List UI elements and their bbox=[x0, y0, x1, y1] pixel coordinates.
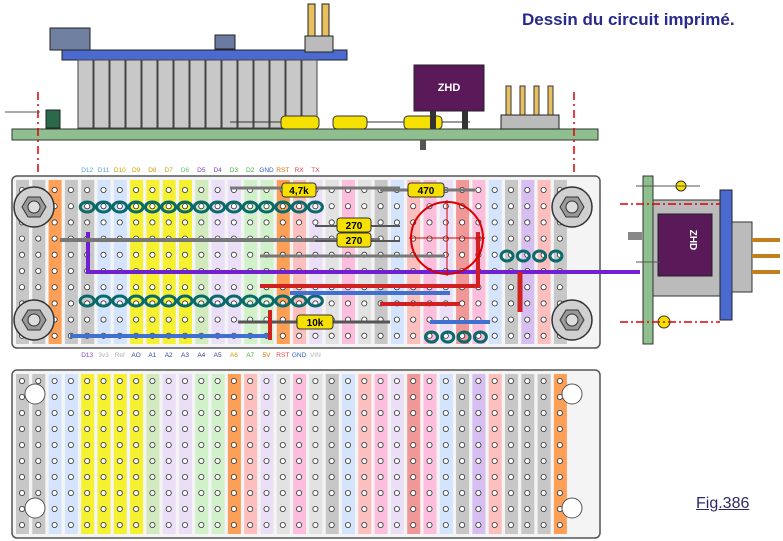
pin-label-top: GND bbox=[259, 167, 274, 174]
pin-label-top: D4 bbox=[213, 167, 222, 174]
component-board: 4,7k 470 270 270 10k D12 D11 D10 D9 D8 D7 D6 D5… bbox=[11, 167, 640, 359]
pin-label-bottom: A5 bbox=[214, 352, 222, 359]
end-view: ZHD bbox=[620, 175, 780, 345]
pin-label-top: D7 bbox=[165, 167, 174, 174]
pin-label-bottom: AO bbox=[131, 352, 140, 359]
pin-label-top: D9 bbox=[132, 167, 141, 174]
pin-label-bottom: 5V bbox=[263, 352, 272, 359]
pin-label-bottom: 3v3 bbox=[98, 352, 109, 359]
pin-label-top: RX bbox=[295, 167, 305, 174]
resistor-470: 470 bbox=[407, 182, 445, 198]
pin-label-bottom: Ref bbox=[115, 352, 125, 359]
pin-label-bottom: A2 bbox=[165, 352, 173, 359]
pin-label-bottom: D13 bbox=[81, 352, 93, 359]
pin-label-top: TX bbox=[311, 167, 320, 174]
resistor-10k: 10k bbox=[296, 314, 334, 330]
pin-label-top: D12 bbox=[81, 167, 93, 174]
figure-label: Fig.386 bbox=[696, 495, 750, 512]
pin-label-bottom: A4 bbox=[197, 352, 205, 359]
pin-label-bottom: A7 bbox=[246, 352, 254, 359]
pin-label-bottom: A6 bbox=[230, 352, 238, 359]
side-chip-label: ZHD bbox=[687, 230, 698, 251]
pin-label-top: D8 bbox=[148, 167, 157, 174]
pin-label-bottom: GND bbox=[292, 352, 307, 359]
resistor-270-a: 270 bbox=[336, 217, 372, 233]
pin-label-top: D5 bbox=[197, 167, 206, 174]
page-title: Dessin du circuit imprimé. bbox=[522, 10, 735, 29]
pin-label-bottom: A3 bbox=[181, 352, 189, 359]
side-view: ZHD bbox=[5, 3, 599, 172]
resistor-4k7: 4,7k bbox=[281, 182, 317, 198]
pin-label-bottom: VIN bbox=[310, 352, 321, 359]
pin-label-top: D10 bbox=[114, 167, 126, 174]
svg-text:4,7k: 4,7k bbox=[289, 186, 309, 197]
pin-label-bottom: RST bbox=[276, 352, 289, 359]
svg-text:270: 270 bbox=[346, 221, 363, 232]
chip-label: ZHD bbox=[438, 82, 461, 94]
pin-label-top: D11 bbox=[98, 167, 110, 174]
svg-text:270: 270 bbox=[346, 236, 363, 247]
resistor-270-b: 270 bbox=[336, 232, 372, 248]
pin-label-top: D6 bbox=[181, 167, 190, 174]
copper-board bbox=[11, 369, 601, 539]
svg-text:470: 470 bbox=[418, 186, 435, 197]
pin-label-top: D2 bbox=[246, 167, 255, 174]
pin-label-top: D3 bbox=[230, 167, 239, 174]
pin-label-bottom: A1 bbox=[148, 352, 156, 359]
svg-text:10k: 10k bbox=[307, 318, 324, 329]
pin-label-top: RST bbox=[276, 167, 289, 174]
